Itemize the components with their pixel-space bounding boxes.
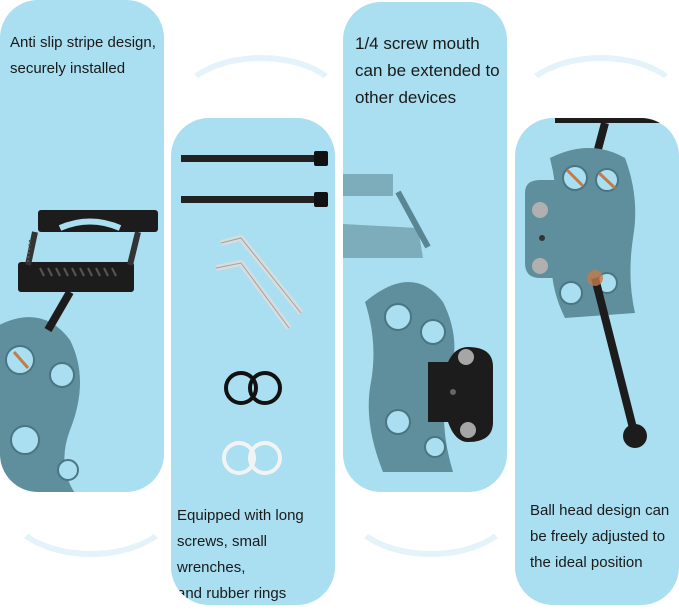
- caption-line: Anti slip stripe design,: [10, 34, 156, 51]
- screw-mouth-image: [343, 174, 493, 472]
- caption-line: Equipped with long: [177, 507, 304, 524]
- caption-line: 1/4 screw mouth: [355, 34, 480, 53]
- feature-panel-anti-slip: Anti slip stripe design, securely instal…: [0, 0, 164, 492]
- caption-line: be freely adjusted to: [530, 528, 666, 545]
- ball-head-image: [525, 118, 677, 448]
- decorative-arc: [345, 455, 517, 557]
- feature-panel-accessories: Equipped with long screws, small wrenche…: [171, 118, 335, 605]
- decorative-arc: [515, 55, 679, 157]
- feature-panel-ball-head: Ball head design can be freely adjusted …: [515, 118, 679, 605]
- decorative-arc: [5, 455, 177, 557]
- caption-line: can be extended to: [355, 61, 500, 80]
- caption-line: and rubber rings: [177, 585, 287, 602]
- caption-line: Ball head design can: [530, 502, 670, 519]
- clamp-image: [0, 210, 158, 492]
- caption-line: screws, small wrenches,: [177, 533, 268, 576]
- feature-panel-screw-mouth: 1/4 screw mouth can be extended to other…: [343, 2, 507, 492]
- caption-line: the ideal position: [530, 554, 643, 571]
- caption-line: other devices: [355, 88, 457, 107]
- decorative-arc: [175, 55, 347, 157]
- caption-line: securely installed: [10, 60, 126, 77]
- accessories-image: [181, 151, 328, 475]
